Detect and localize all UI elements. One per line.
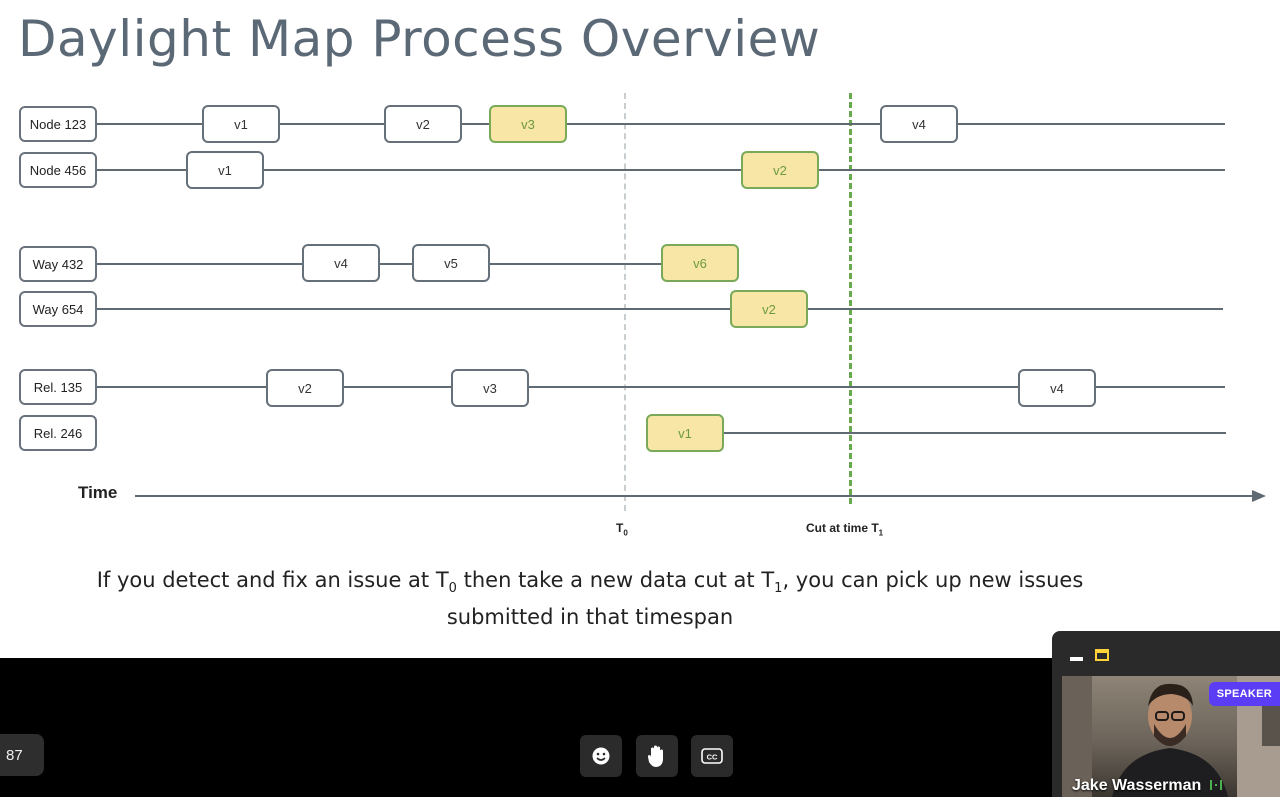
lane-label: Node 456	[19, 152, 97, 188]
lane-label: Node 123	[19, 106, 97, 142]
version-box: v1	[202, 105, 280, 143]
time-axis	[135, 495, 1255, 497]
version-box-highlighted: v3	[489, 105, 567, 143]
version-box: v2	[384, 105, 462, 143]
lane-timeline	[97, 386, 1225, 388]
lane-label: Way 654	[19, 291, 97, 327]
version-box: v2	[266, 369, 344, 407]
lane-timeline	[97, 169, 1225, 171]
lane-timeline	[97, 123, 1225, 125]
hand-icon	[647, 745, 663, 767]
cc-icon: CC	[701, 748, 723, 764]
t0-marker: T0	[616, 521, 628, 538]
smiley-icon	[592, 747, 610, 765]
t1-marker: Cut at time T1	[806, 521, 884, 538]
raise-hand-button[interactable]	[636, 735, 678, 777]
lane-timeline	[97, 308, 1223, 310]
version-box: v4	[302, 244, 380, 282]
version-box: v4	[880, 105, 958, 143]
slide-caption: If you detect and fix an issue at T0 the…	[96, 568, 1084, 630]
lane-label: Rel. 135	[19, 369, 97, 405]
speaker-name: Jake Wasserman	[1072, 777, 1223, 795]
speaker-video: SPEAKER Jake Wasserman	[1062, 676, 1280, 797]
version-box: v5	[412, 244, 490, 282]
version-box: v4	[1018, 369, 1096, 407]
version-box-highlighted: v2	[741, 151, 819, 189]
version-box: v3	[451, 369, 529, 407]
slide-counter[interactable]: 87	[0, 734, 44, 776]
version-box-highlighted: v2	[730, 290, 808, 328]
version-box-highlighted: v1	[646, 414, 724, 452]
version-box-highlighted: v6	[661, 244, 739, 282]
maximize-icon[interactable]	[1095, 649, 1109, 661]
presentation-slide: Daylight Map Process Overview Node 123 v…	[0, 0, 1280, 658]
lane-timeline	[724, 432, 1226, 434]
speaker-video-tile[interactable]: SPEAKER Jake Wasserman	[1052, 631, 1280, 797]
slide-title: Daylight Map Process Overview	[18, 10, 821, 68]
speaker-badge: SPEAKER	[1208, 682, 1280, 706]
minimize-icon[interactable]	[1070, 657, 1083, 661]
captions-button[interactable]: CC	[691, 735, 733, 777]
lane-label: Way 432	[19, 246, 97, 282]
audio-level-icon	[1209, 780, 1222, 790]
lane-label: Rel. 246	[19, 415, 97, 451]
t1-cut-dashed-line	[849, 93, 852, 504]
svg-text:CC: CC	[707, 753, 718, 762]
t0-dashed-line	[624, 93, 626, 511]
reaction-button[interactable]	[580, 735, 622, 777]
time-axis-arrowhead	[1252, 490, 1266, 502]
time-axis-label: Time	[78, 483, 118, 502]
version-box: v1	[186, 151, 264, 189]
